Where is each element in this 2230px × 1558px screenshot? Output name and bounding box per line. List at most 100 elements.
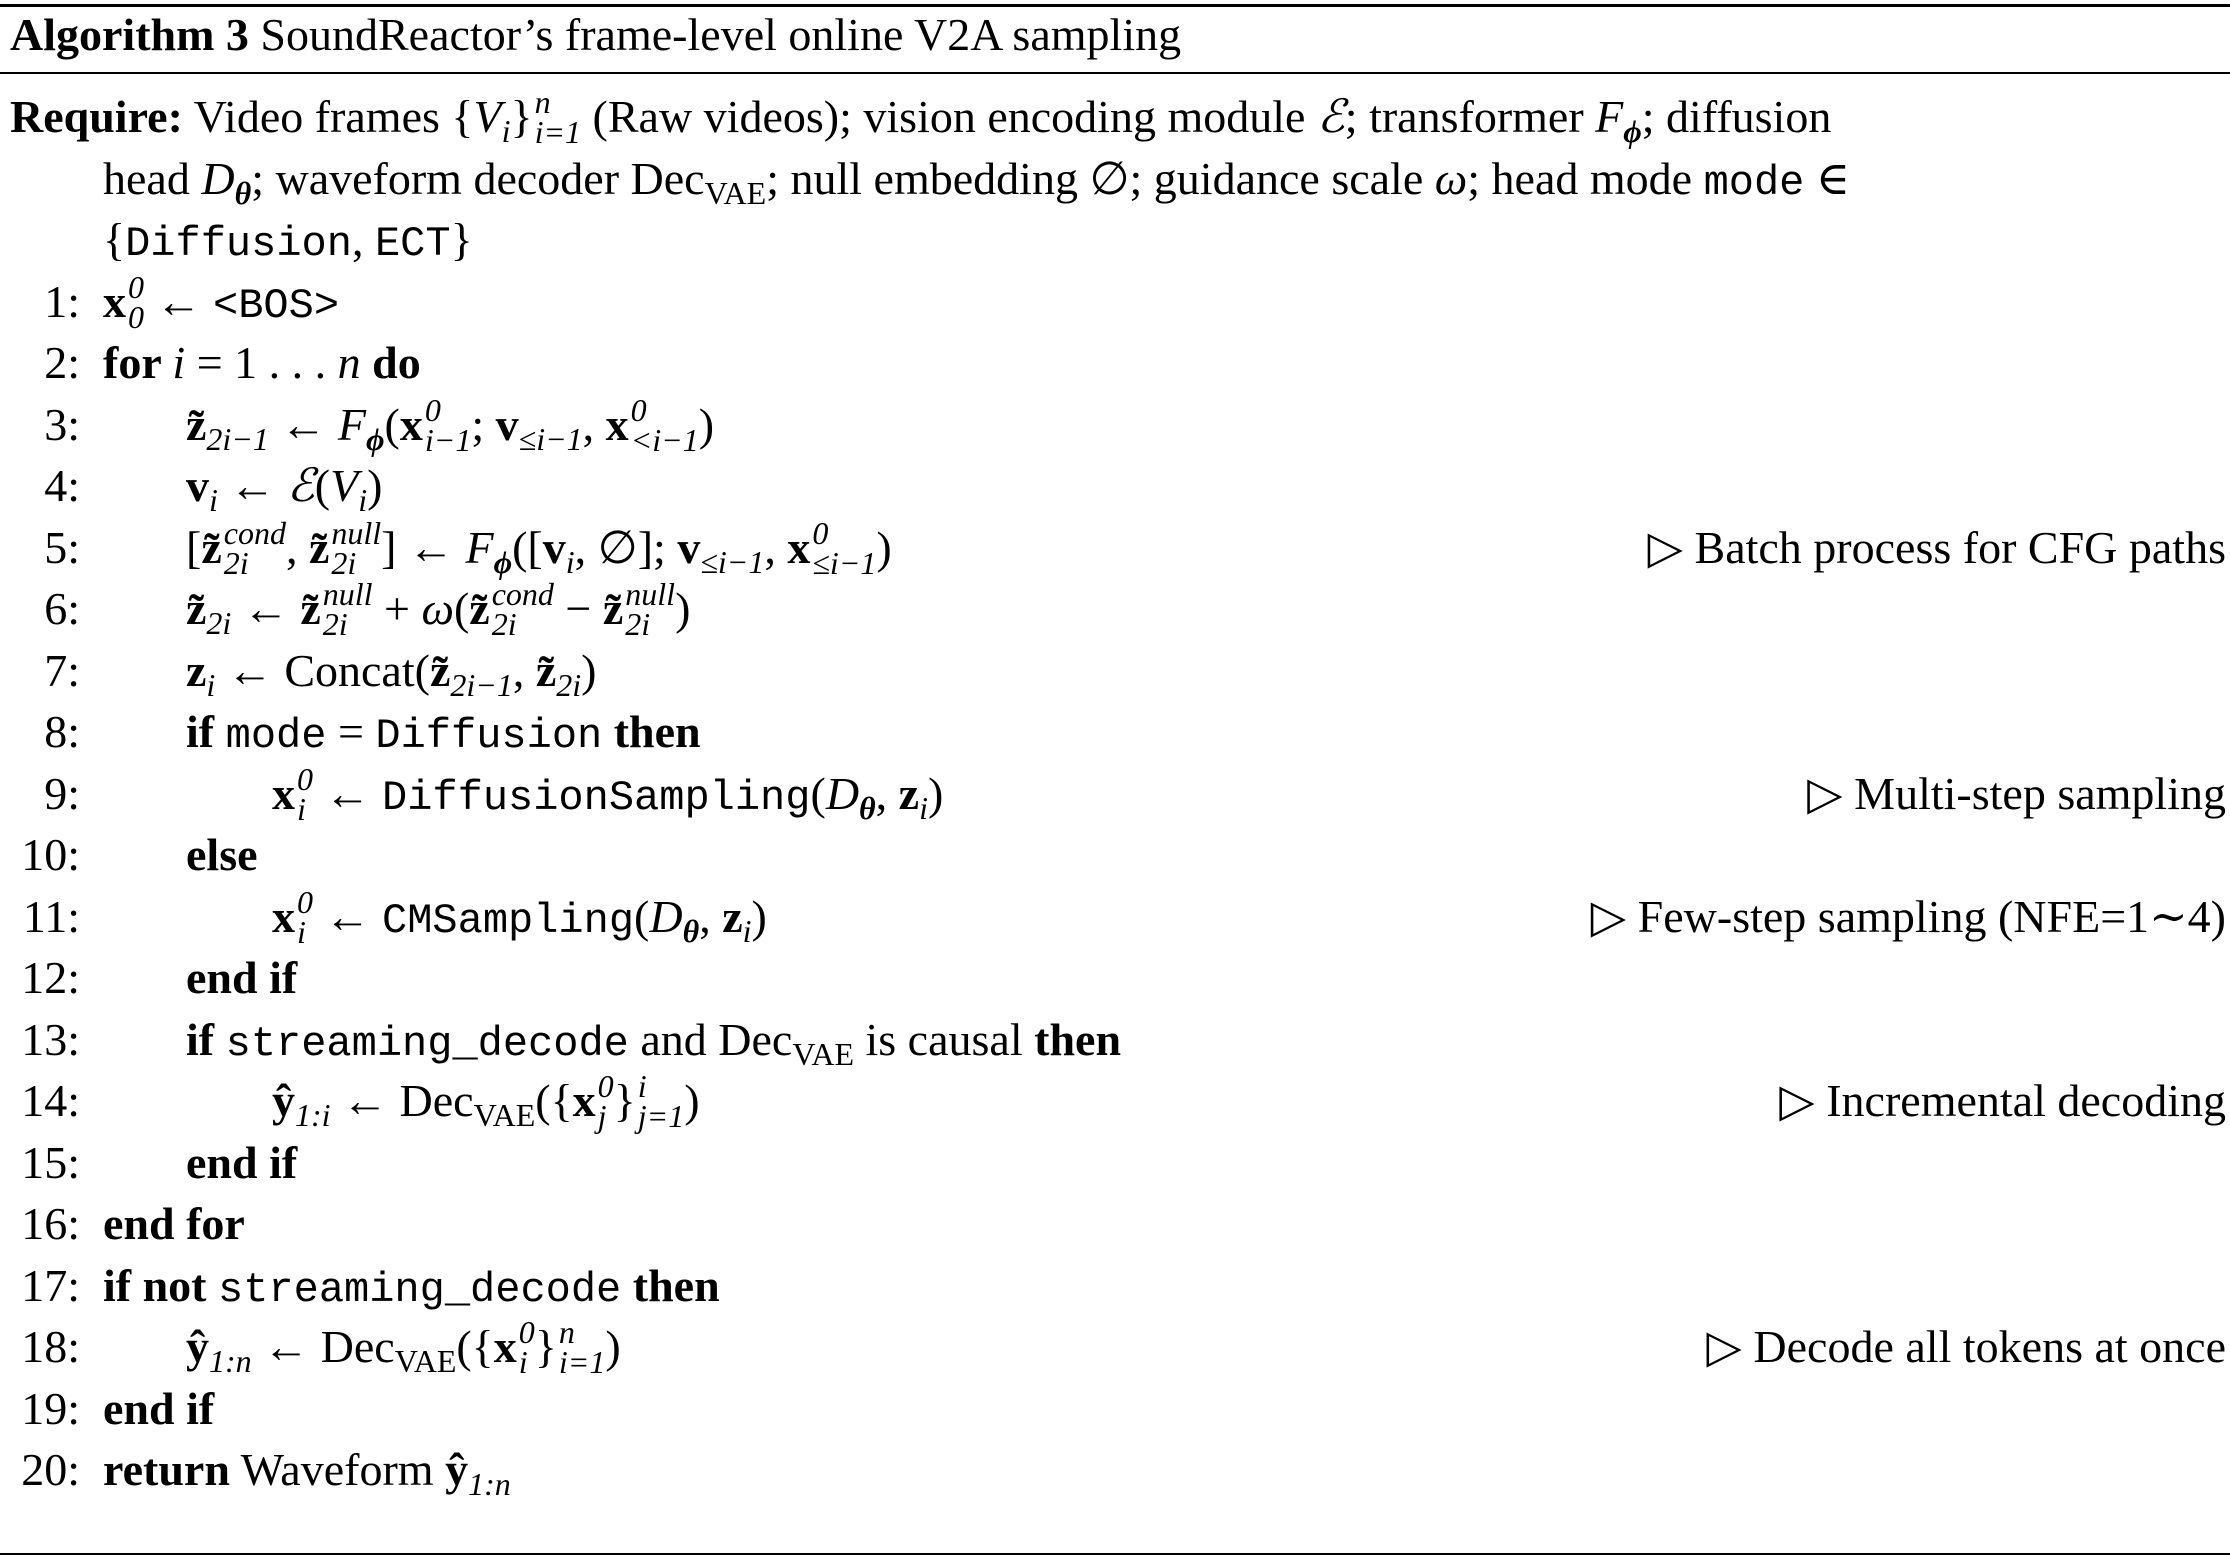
math-text: mode: [225, 712, 327, 760]
superscript: 0: [812, 514, 829, 551]
line-number: 1:: [44, 275, 80, 327]
math-text: ; transformer: [1344, 91, 1596, 142]
math-text: Video frames {: [182, 91, 474, 142]
math-text: 1:n: [468, 1466, 511, 1502]
superscript: null: [625, 576, 676, 613]
math-text: ϕ: [493, 543, 513, 580]
line-number: 8:: [44, 706, 80, 757]
subscript: i=1: [534, 114, 582, 151]
math-text: ϕ: [366, 420, 385, 457]
math-text: i: [206, 666, 216, 703]
line-number: 10:: [21, 829, 80, 880]
math-text: v: [186, 460, 209, 511]
subscript: ≤i−1: [812, 544, 877, 581]
math-text: do: [360, 337, 421, 388]
line-comment: ▷ Multi-step sampling: [1807, 763, 2226, 825]
math-text: ℰ: [1316, 89, 1345, 143]
math-text: ← Dec: [251, 1321, 395, 1372]
math-text: D: [201, 152, 235, 204]
math-text: =: [326, 706, 376, 757]
superscript: 0: [128, 268, 144, 305]
math-text: ω: [421, 583, 454, 634]
math-text: i: [209, 482, 218, 518]
math-text: for: [103, 337, 173, 388]
math-text: (: [453, 583, 470, 634]
math-text: ←: [268, 398, 338, 450]
math-text: +: [372, 583, 422, 634]
require-text: head Dθ; waveform decoder DecVAE; null e…: [103, 148, 1850, 215]
math-text: ; head mode: [1467, 152, 1704, 204]
math-text: = 1 . . .: [185, 337, 338, 388]
math-text: ,: [699, 890, 723, 942]
math-text: head: [103, 152, 202, 204]
math-text: }: [534, 1321, 557, 1372]
math-text: }: [510, 91, 533, 142]
math-text: ←: [313, 767, 382, 819]
subscript: j: [597, 1098, 607, 1135]
line-content: for i = 1 . . . n do: [103, 332, 421, 394]
subscript: <i−1: [630, 421, 699, 458]
algorithm-line: 7:zi ← Concat(z̃2i−1, z̃2i): [0, 640, 2226, 703]
line-number: 16:: [21, 1198, 80, 1249]
math-text: x: [787, 521, 811, 573]
line-number: 7:: [44, 644, 80, 696]
math-text: VAE: [473, 1097, 536, 1133]
math-text: D: [649, 890, 683, 942]
math-text: CMSampling: [382, 896, 635, 945]
math-text: then: [602, 706, 701, 757]
math-text: 2i−1: [450, 666, 513, 703]
math-text: (: [384, 398, 400, 450]
superscript: cond: [491, 576, 554, 613]
comment-triangle-icon: ▷: [1647, 521, 1695, 573]
math-text: z̃: [469, 583, 490, 634]
math-text: z̃: [300, 583, 321, 634]
line-content: vi ← ℰ(Vi): [186, 455, 382, 522]
algorithm-label: Algorithm 3: [10, 9, 249, 60]
math-text: ← Concat(: [215, 644, 430, 696]
math-text: ϕ: [1623, 113, 1642, 149]
math-text: 2i−1: [206, 420, 269, 457]
bottom-rule: [0, 1553, 2230, 1555]
superscript: 0: [297, 760, 313, 797]
math-text: F: [337, 398, 367, 450]
line-number: 11:: [22, 890, 80, 942]
math-text: ;: [471, 398, 496, 450]
math-text: ,: [764, 521, 788, 573]
math-text: ŷ: [186, 1321, 209, 1372]
math-text: ({: [535, 1075, 573, 1126]
line-number: 3:: [44, 398, 80, 450]
comment-triangle-icon: ▷: [1779, 1075, 1827, 1126]
line-content: end for: [103, 1193, 245, 1255]
math-text: −: [553, 583, 603, 634]
math-text: (Raw videos); vision encoding module: [581, 91, 1317, 142]
superscript: i: [637, 1068, 647, 1105]
line-number: 5:: [44, 521, 80, 573]
math-text: θ: [859, 789, 876, 826]
algorithm-line: 15:end if: [0, 1132, 2226, 1194]
line-content: end if: [103, 1378, 214, 1440]
superscript: n: [558, 1314, 575, 1351]
math-text: z̃: [186, 583, 207, 634]
superscript: 0: [518, 1314, 535, 1351]
math-text: i: [919, 789, 928, 826]
require-line: {Diffusion, ECT}: [0, 209, 2226, 271]
math-text: end if: [186, 952, 298, 1003]
algorithm-line: 2:for i = 1 . . . n do: [0, 332, 2226, 394]
math-text: Diffusion: [375, 712, 603, 760]
math-text: z: [898, 767, 920, 819]
